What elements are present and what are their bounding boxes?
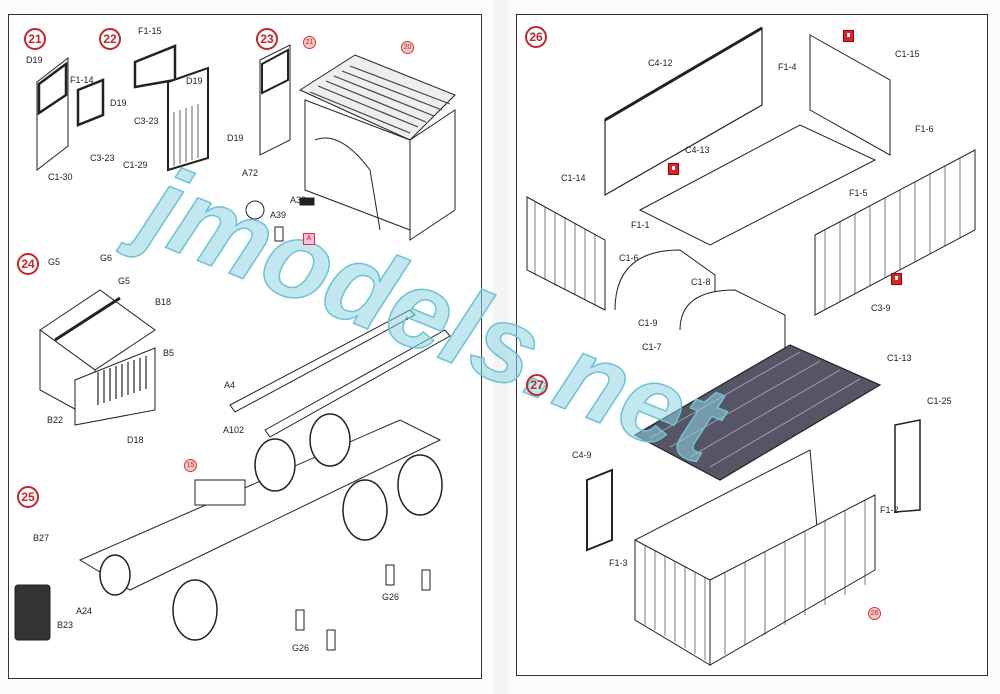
part-label: C4-9 [572, 450, 592, 460]
part-label: B23 [57, 620, 74, 630]
part-label: C3-9 [871, 303, 891, 313]
part-label: A39 [270, 210, 287, 220]
part-label: C1-29 [123, 160, 148, 170]
part-label: F1-6 [915, 124, 934, 134]
part-label: F1-14 [70, 75, 94, 85]
part-label: F1-5 [849, 188, 868, 198]
part-label: C1-30 [48, 172, 73, 182]
door-c1-30-drawing [36, 56, 105, 172]
detail-marker-a: A [303, 233, 315, 245]
door-c1-29-drawing [133, 44, 209, 172]
part-label: B22 [47, 415, 64, 425]
part-label: D19 [110, 98, 127, 108]
part-label: C1-15 [895, 49, 920, 59]
part-label: C1-6 [619, 253, 639, 263]
subassembly-20-ref: 20 [401, 41, 414, 54]
glue-marker [668, 163, 679, 175]
part-label: F1-15 [138, 26, 162, 36]
step-27-marker: 27 [526, 374, 548, 396]
part-label: G26 [382, 592, 400, 602]
part-label: C1-8 [691, 277, 711, 287]
part-label: C4-13 [685, 145, 710, 155]
part-label: B27 [33, 533, 50, 543]
part-label: C1-14 [561, 173, 586, 183]
part-label: C1-7 [642, 342, 662, 352]
part-label: C4-12 [648, 58, 673, 68]
glue-marker [843, 30, 854, 42]
part-label: A4 [224, 380, 236, 390]
step-25-marker: 25 [17, 486, 39, 508]
part-label: G5 [118, 276, 131, 286]
step-26-marker: 26 [525, 26, 547, 48]
glue-marker [891, 273, 902, 285]
part-label: C1-25 [927, 396, 952, 406]
part-label: D19 [227, 133, 244, 143]
chassis-drawing [14, 309, 451, 651]
body-interior-drawing [526, 26, 976, 355]
part-label: C3-23 [90, 153, 115, 163]
step-23-marker: 23 [256, 28, 278, 50]
part-label: F1-4 [778, 62, 797, 72]
step-21-marker: 21 [24, 28, 46, 50]
part-label: A30 [290, 195, 307, 205]
part-label: C3-23 [134, 116, 159, 126]
body-exterior-drawing [586, 344, 921, 666]
part-label: F1-2 [880, 505, 899, 515]
part-label: A24 [76, 606, 93, 616]
part-label: F1-3 [609, 558, 628, 568]
hood-drawing [39, 289, 156, 426]
step-22-marker: 22 [99, 28, 121, 50]
part-label: G26 [292, 643, 310, 653]
part-label: A102 [223, 425, 245, 435]
part-label: D19 [186, 76, 203, 86]
part-label: D18 [127, 435, 144, 445]
part-label: C1-9 [638, 318, 658, 328]
step-24-marker: 24 [17, 253, 39, 275]
subassembly-26-ref: 26 [868, 607, 881, 620]
part-label: B5 [163, 348, 175, 358]
subassembly-21-ref: 21 [303, 36, 316, 49]
subassembly-15-ref: 15 [184, 459, 197, 472]
part-label: A72 [242, 168, 259, 178]
part-label: D19 [26, 55, 43, 65]
part-label: G5 [48, 257, 61, 267]
cab-drawing [245, 44, 456, 242]
part-label: B18 [155, 297, 172, 307]
part-label: C1-13 [887, 353, 912, 363]
part-label: F1-1 [631, 220, 650, 230]
part-label: G6 [100, 253, 113, 263]
